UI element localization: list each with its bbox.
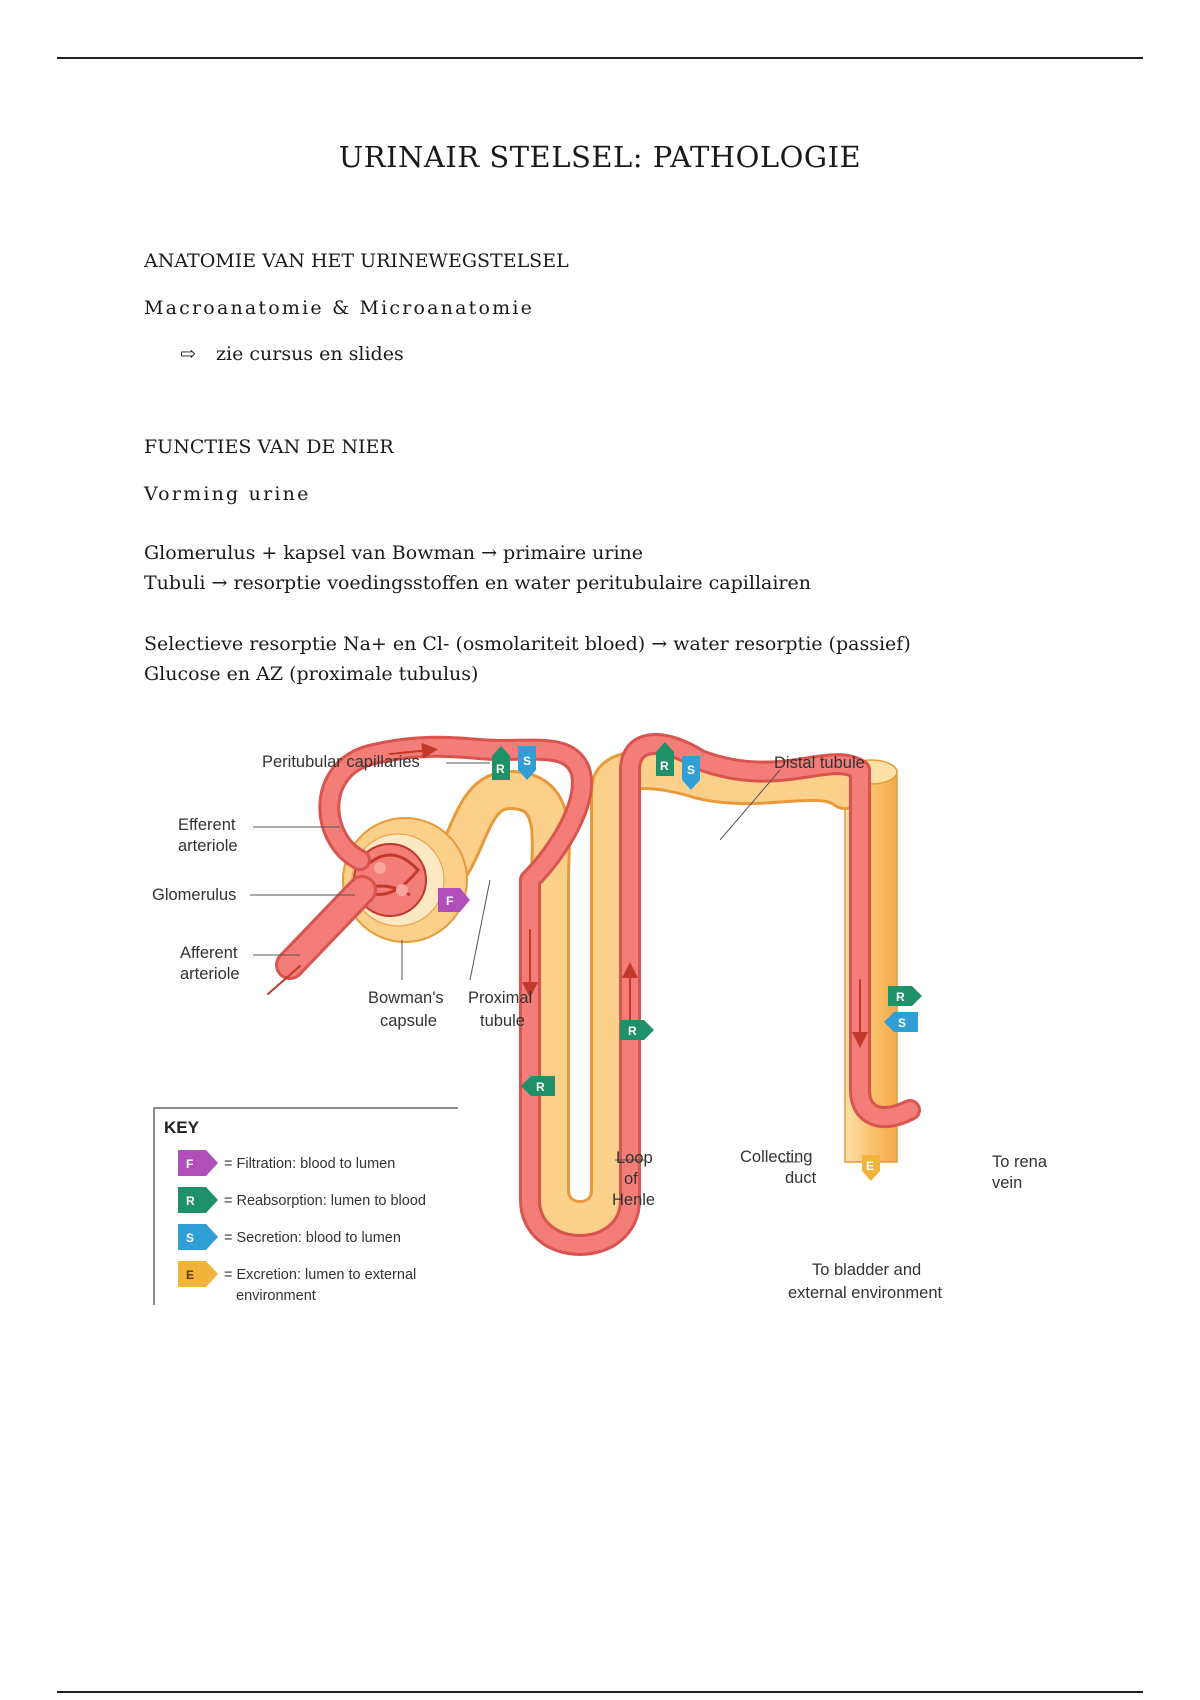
label-proximal-tubule: Proximal: [468, 989, 532, 1007]
reabsorption-badge: R: [888, 986, 922, 1006]
page-title: URINAIR STELSEL: PATHOLOGIE: [338, 140, 862, 174]
badge-letter: R: [628, 1024, 637, 1038]
secretion-badge: S: [682, 756, 700, 790]
text-line: Selectieve resorptie Na+ en Cl- (osmolar…: [144, 633, 911, 655]
key-letter: R: [186, 1194, 195, 1208]
key-text: = Filtration: blood to lumen: [224, 1156, 395, 1172]
badge-letter: S: [898, 1016, 906, 1030]
label-glomerulus: Glomerulus: [152, 886, 236, 904]
badge-letter: E: [866, 1159, 874, 1173]
top-rule: [57, 57, 1143, 59]
arrow-right-icon: ⇨: [180, 343, 196, 365]
key-letter: F: [186, 1157, 193, 1171]
label-proximal-tubule: tubule: [480, 1012, 525, 1030]
label-distal-tubule: Distal tubule: [774, 754, 865, 772]
badge-letter: R: [660, 759, 669, 773]
badge-letter: R: [536, 1080, 545, 1094]
reabsorption-badge: R: [521, 1076, 555, 1096]
key-title: KEY: [164, 1118, 200, 1137]
reabsorption-badge: R: [656, 742, 674, 776]
label-bowmans-capsule: capsule: [380, 1012, 437, 1030]
nephron-diagram: F R S R S R R R S E: [152, 733, 1048, 1305]
badge-letter: F: [446, 894, 453, 908]
key-letter: E: [186, 1268, 194, 1282]
label-bowmans-capsule: Bowman's: [368, 989, 444, 1007]
key-letter: S: [186, 1231, 194, 1245]
subheading-macro-micro: Macroanatomie & Microanatomie: [144, 297, 535, 319]
key-item-excretion: E = Excretion: lumen to external environ…: [178, 1261, 416, 1304]
label-loop-of-henle: Henle: [612, 1191, 655, 1209]
text-line: Glomerulus + kapsel van Bowman → primair…: [144, 542, 644, 564]
label-renal-vein: vein: [992, 1174, 1022, 1192]
label-loop-of-henle: of: [624, 1170, 638, 1188]
secretion-badge: S: [518, 746, 536, 780]
bullet-text: zie cursus en slides: [216, 343, 404, 365]
label-to-bladder: To bladder and: [812, 1261, 921, 1279]
label-renal-vein: To rena: [992, 1153, 1048, 1171]
key-text: = Reabsorption: lumen to blood: [224, 1193, 426, 1209]
badge-letter: S: [523, 754, 531, 768]
diagram-key: KEY F = Filtration: blood to lumen R = R…: [153, 1107, 458, 1305]
blood-vessels: [267, 733, 921, 1256]
label-to-bladder: external environment: [788, 1284, 942, 1302]
key-text: environment: [236, 1288, 316, 1304]
badge-letter: R: [496, 762, 505, 776]
label-efferent-arteriole: Efferent: [178, 816, 236, 834]
diagram-labels: [250, 762, 800, 1163]
key-text: = Excretion: lumen to external: [224, 1267, 416, 1283]
paragraph-1: Glomerulus + kapsel van Bowman → primair…: [144, 538, 811, 598]
reabsorption-badge: R: [492, 746, 510, 780]
section-heading-anatomy: ANATOMIE VAN HET URINEWEGSTELSEL: [144, 250, 569, 272]
key-item-reabsorption: R = Reabsorption: lumen to blood: [178, 1187, 426, 1213]
reabsorption-badge: R: [620, 1020, 654, 1040]
badge-letter: R: [896, 990, 905, 1004]
label-efferent-arteriole: arteriole: [178, 837, 238, 855]
label-afferent-arteriole: Afferent: [180, 944, 238, 962]
label-collecting-duct: duct: [785, 1169, 817, 1187]
section-heading-functions: FUNCTIES VAN DE NIER: [144, 436, 394, 458]
label-peritubular-capillaries: Peritubular capillaries: [262, 753, 420, 771]
key-item-filtration: F = Filtration: blood to lumen: [178, 1150, 395, 1176]
label-loop-of-henle: Loop: [616, 1149, 653, 1167]
secretion-badge: S: [884, 1012, 918, 1032]
filtration-badge: F: [438, 888, 470, 912]
excretion-badge: E: [862, 1155, 880, 1181]
text-line: Glucose en AZ (proximale tubulus): [144, 663, 479, 685]
label-collecting-duct: Collecting: [740, 1148, 812, 1166]
paragraph-2: Selectieve resorptie Na+ en Cl- (osmolar…: [144, 629, 911, 689]
key-item-secretion: S = Secretion: blood to lumen: [178, 1224, 401, 1250]
bullet-item: ⇨ zie cursus en slides: [180, 343, 404, 365]
key-text: = Secretion: blood to lumen: [224, 1230, 401, 1246]
subheading-urine-formation: Vorming urine: [144, 483, 311, 505]
text-line: Tubuli → resorptie voedingsstoffen en wa…: [144, 572, 811, 594]
badge-letter: S: [687, 763, 695, 777]
label-afferent-arteriole: arteriole: [180, 965, 240, 983]
bottom-rule: [57, 1691, 1143, 1693]
